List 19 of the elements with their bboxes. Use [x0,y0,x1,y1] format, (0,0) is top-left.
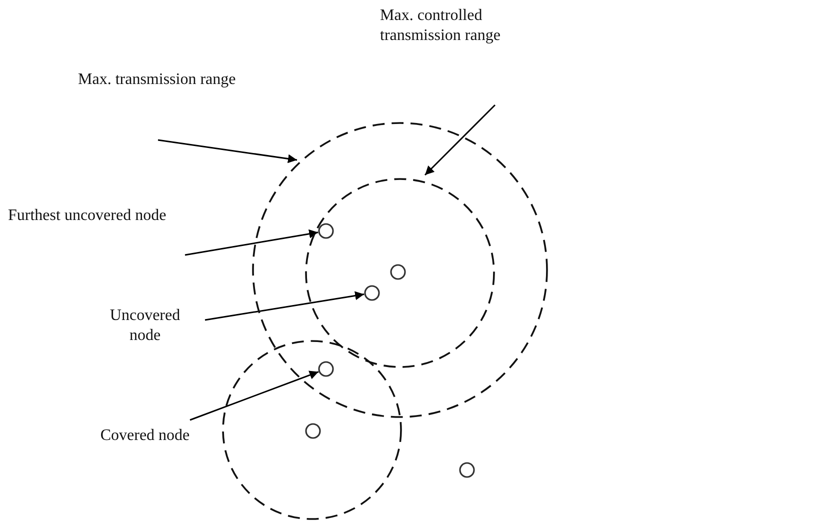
network-node [364,285,380,301]
callout-label: Covered node [95,426,195,446]
range-circle [252,122,548,418]
network-node [318,361,334,377]
callout-label: Furthest uncovered node [8,206,278,226]
network-node [390,264,406,280]
leader-arrow [424,104,496,176]
leader-arrow [184,229,318,256]
callout-label: Max. controlled transmission range [380,6,530,46]
range-circle [222,340,402,520]
network-node [318,223,334,239]
range-circle [305,178,495,368]
network-node [459,462,475,478]
leader-arrow [190,370,319,421]
leader-arrow [158,139,298,164]
callout-label: Uncovered node [95,306,195,346]
callout-label: Max. transmission range [78,70,378,90]
leader-arrow [204,291,364,321]
network-node [305,423,321,439]
